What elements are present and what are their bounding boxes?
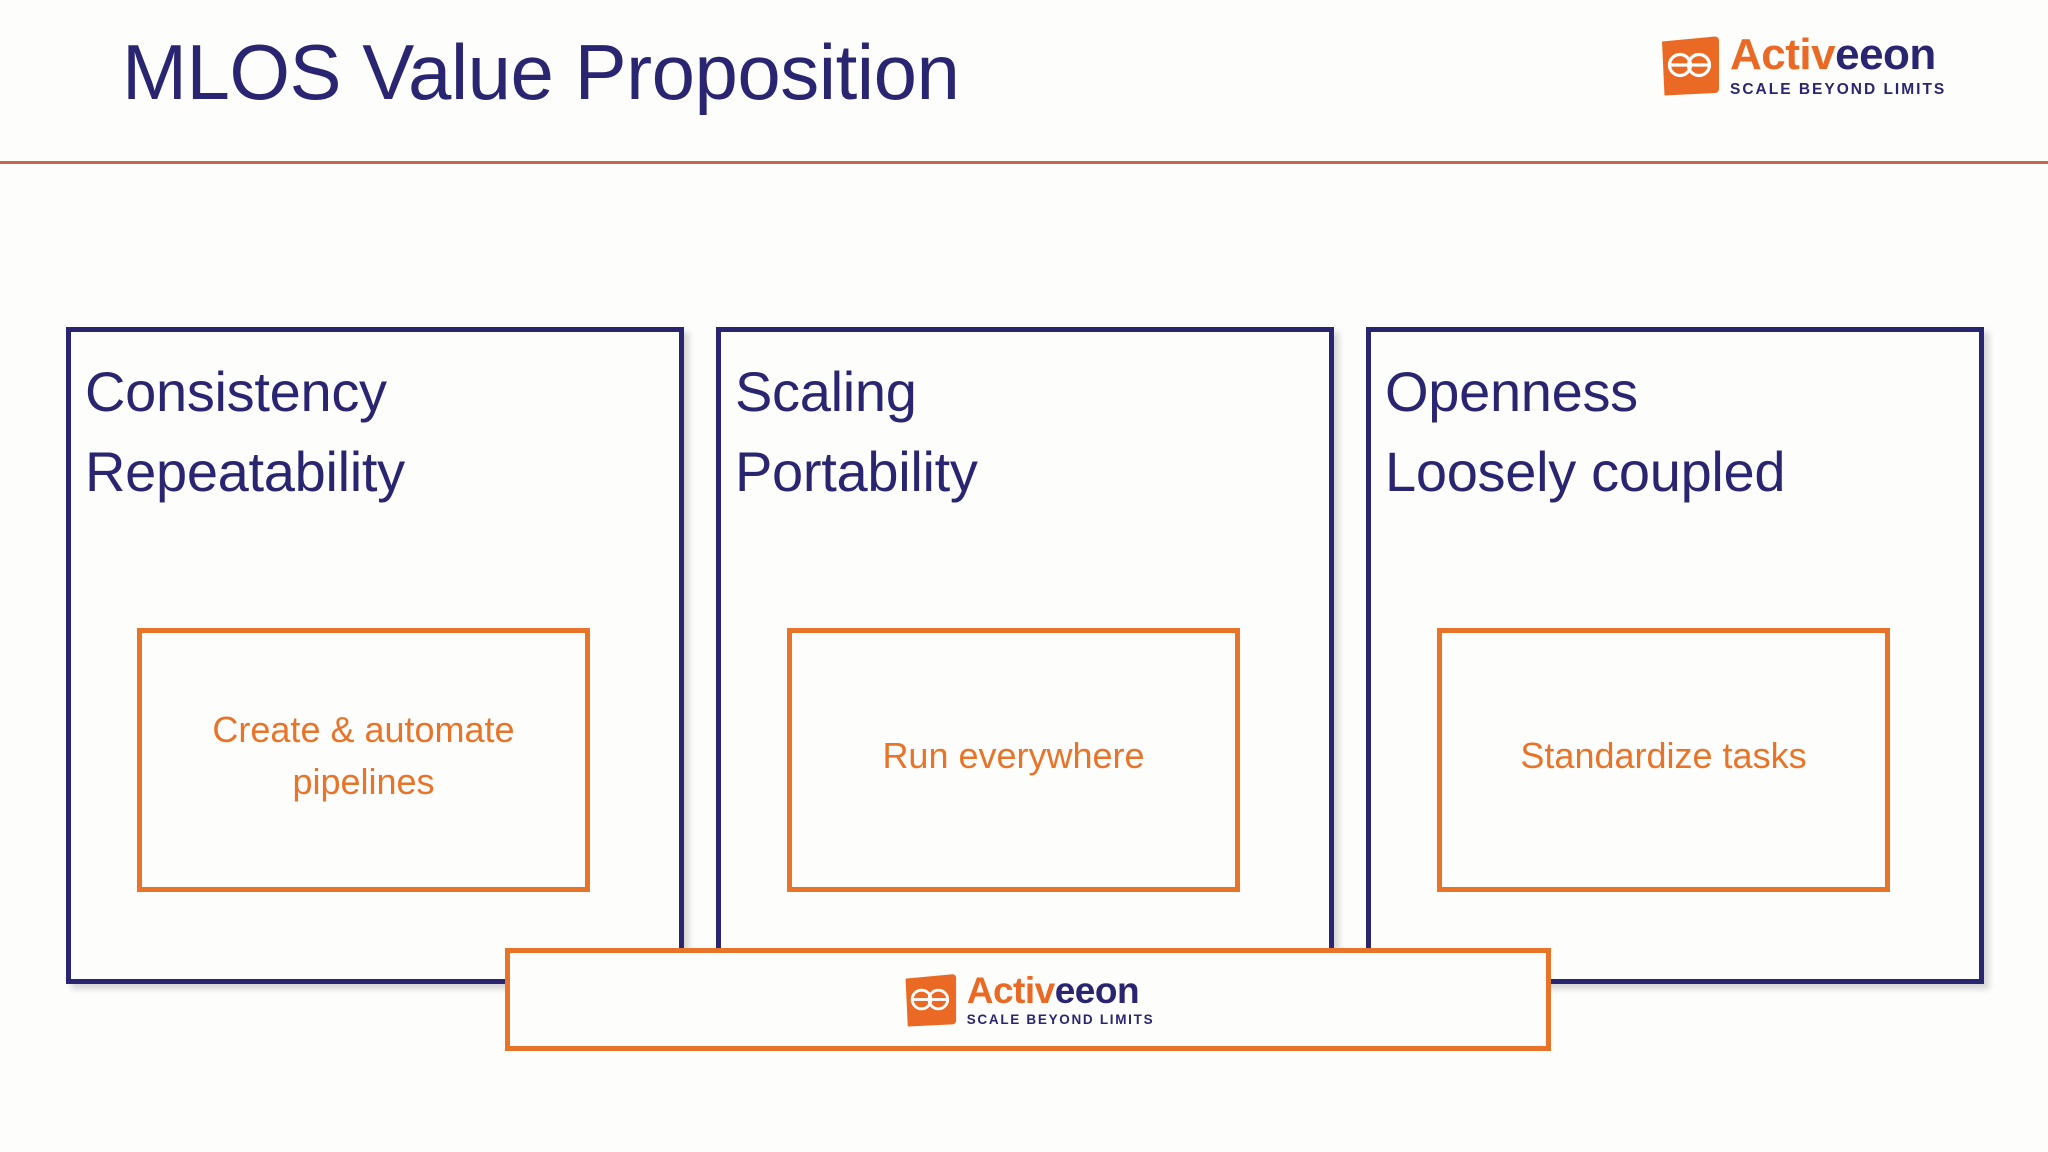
pillar-panel-openness: Openness Loosely coupled Standardize tas… (1366, 327, 1984, 984)
pillar-benefit-box: Standardize tasks (1437, 628, 1890, 892)
activeeon-infinity-mark-icon (902, 972, 957, 1027)
pillar-benefit-text: Standardize tasks (1520, 735, 1807, 776)
pillar-benefit-text: Create & automate pipelines (212, 709, 515, 802)
activeeon-wordmark: Activeeon SCALE BEYOND LIMITS (1730, 33, 1946, 98)
activeeon-name: Activeeon (967, 972, 1155, 1009)
activeeon-name-part-2: eeon (1054, 970, 1140, 1012)
pillar-panel-consistency: Consistency Repeatability Create & autom… (66, 327, 684, 984)
pillar-benefit-box: Run everywhere (787, 628, 1240, 892)
pillar-heading-line-2: Loosely coupled (1385, 440, 1786, 503)
pillar-heading-line-2: Repeatability (85, 440, 405, 503)
pillar-heading-line-1: Scaling (735, 360, 917, 423)
footer-logo-band: Activeeon SCALE BEYOND LIMITS (505, 948, 1551, 1051)
page-title: MLOS Value Proposition (122, 28, 960, 116)
pillar-heading-line-1: Consistency (85, 360, 387, 423)
pillar-panel-scaling: Scaling Portability Run everywhere (716, 327, 1334, 984)
activeeon-name-part-1: Activ (1730, 30, 1836, 79)
activeeon-name: Activeeon (1730, 33, 1946, 77)
activeeon-logo-header: Activeeon SCALE BEYOND LIMITS (1658, 33, 1946, 98)
activeeon-name-part-2: eeon (1835, 30, 1936, 79)
pillar-benefit-text: Run everywhere (882, 735, 1145, 776)
pillar-heading-line-1: Openness (1385, 360, 1638, 423)
pillar-heading-line-2: Portability (735, 440, 978, 503)
pillar-heading: Openness Loosely coupled (1385, 352, 1969, 512)
activeeon-wordmark: Activeeon SCALE BEYOND LIMITS (967, 972, 1155, 1027)
activeeon-infinity-mark-icon (1658, 34, 1720, 96)
activeeon-tagline: SCALE BEYOND LIMITS (966, 1012, 1155, 1028)
header-divider-rule (0, 161, 2048, 164)
activeeon-logo-footer: Activeeon SCALE BEYOND LIMITS (902, 972, 1155, 1027)
pillar-heading: Scaling Portability (735, 352, 1319, 512)
pillar-heading: Consistency Repeatability (85, 352, 669, 512)
slide-header: MLOS Value Proposition Activeeon SCALE B… (0, 0, 2048, 164)
activeeon-name-part-1: Activ (966, 970, 1055, 1012)
activeeon-tagline: SCALE BEYOND LIMITS (1730, 81, 1947, 98)
pillar-benefit-box: Create & automate pipelines (137, 628, 590, 892)
